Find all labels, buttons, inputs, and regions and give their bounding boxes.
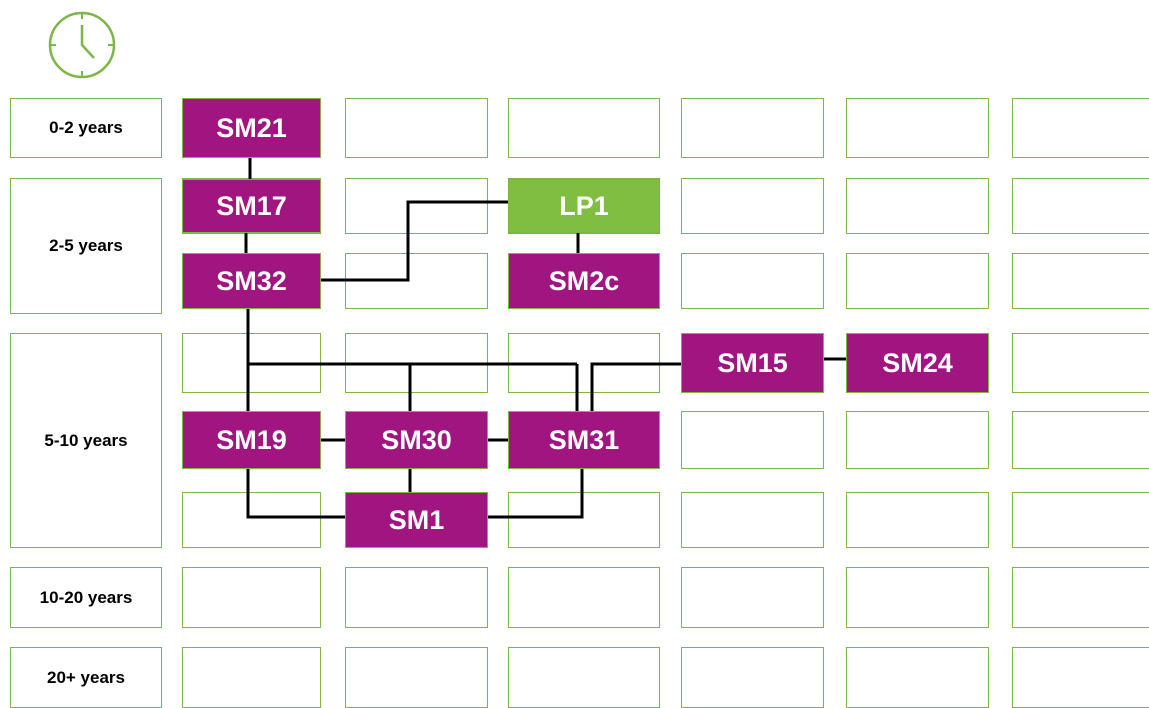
grid-cell	[846, 647, 989, 708]
node-sm2c: SM2c	[508, 253, 660, 309]
grid-cell	[1012, 647, 1149, 708]
node-sm19: SM19	[182, 411, 321, 469]
grid-cell	[681, 567, 824, 628]
grid-cell	[345, 647, 488, 708]
grid-cell	[846, 411, 989, 469]
node-sm17: SM17	[182, 179, 321, 233]
row-label-10-20-years: 10-20 years	[10, 567, 162, 628]
grid-cell	[1012, 492, 1149, 548]
grid-cell	[1012, 98, 1149, 158]
grid-cell	[846, 178, 989, 234]
grid-cell	[1012, 567, 1149, 628]
grid-cell	[1012, 253, 1149, 309]
grid-cell	[508, 492, 660, 548]
node-lp1: LP1	[508, 179, 660, 233]
grid-cell	[681, 411, 824, 469]
grid-cell	[1012, 411, 1149, 469]
grid-cell	[508, 98, 660, 158]
clock-icon	[48, 11, 116, 79]
row-label-0-2-years: 0-2 years	[10, 98, 162, 158]
grid-cell	[681, 492, 824, 548]
grid-cell	[846, 492, 989, 548]
grid-cell	[345, 253, 488, 309]
row-label-20-plus-years: 20+ years	[10, 647, 162, 708]
node-sm21: SM21	[182, 98, 321, 158]
grid-cell	[182, 492, 321, 548]
grid-cell	[1012, 178, 1149, 234]
node-sm32: SM32	[182, 253, 321, 309]
grid-cell	[345, 98, 488, 158]
grid-cell	[508, 567, 660, 628]
row-label-5-10-years: 5-10 years	[10, 333, 162, 548]
grid-cell	[345, 178, 488, 234]
grid-cell	[345, 567, 488, 628]
node-sm31: SM31	[508, 411, 660, 469]
grid-cell	[1012, 333, 1149, 393]
grid-cell	[846, 567, 989, 628]
node-sm24: SM24	[846, 333, 989, 393]
grid-cell	[681, 253, 824, 309]
grid-cell	[846, 253, 989, 309]
node-sm1: SM1	[345, 492, 488, 548]
grid-cell	[182, 567, 321, 628]
node-sm15: SM15	[681, 333, 824, 393]
grid-cell	[846, 98, 989, 158]
grid-cell	[681, 647, 824, 708]
row-label-2-5-years: 2-5 years	[10, 178, 162, 314]
node-sm30: SM30	[345, 411, 488, 469]
grid-cell	[681, 98, 824, 158]
grid-cell	[681, 178, 824, 234]
